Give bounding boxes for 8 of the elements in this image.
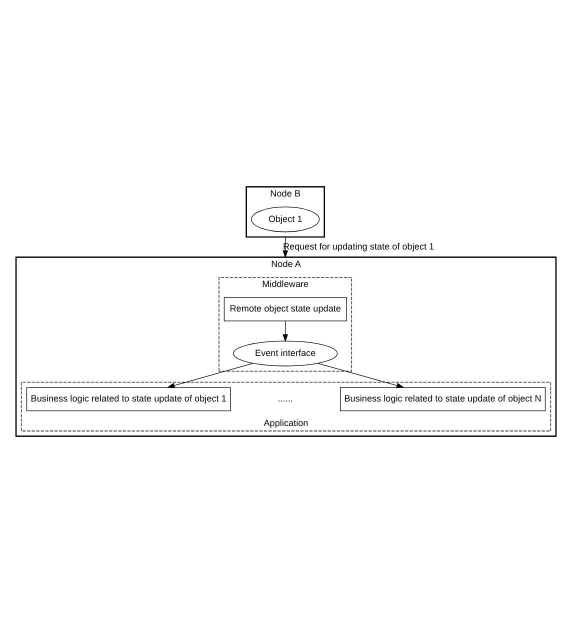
- arrow: [166, 362, 254, 388]
- node-box: Remote object state update: [224, 296, 347, 321]
- node-box: Business logic related to state update of object N: [340, 386, 546, 411]
- node-ellipse: Object 1: [251, 206, 320, 232]
- node-box: Business logic related to state update of object 1: [26, 386, 231, 411]
- arrow: [282, 320, 288, 342]
- label: ......: [278, 393, 293, 404]
- node-ellipse: Event interface: [233, 340, 338, 366]
